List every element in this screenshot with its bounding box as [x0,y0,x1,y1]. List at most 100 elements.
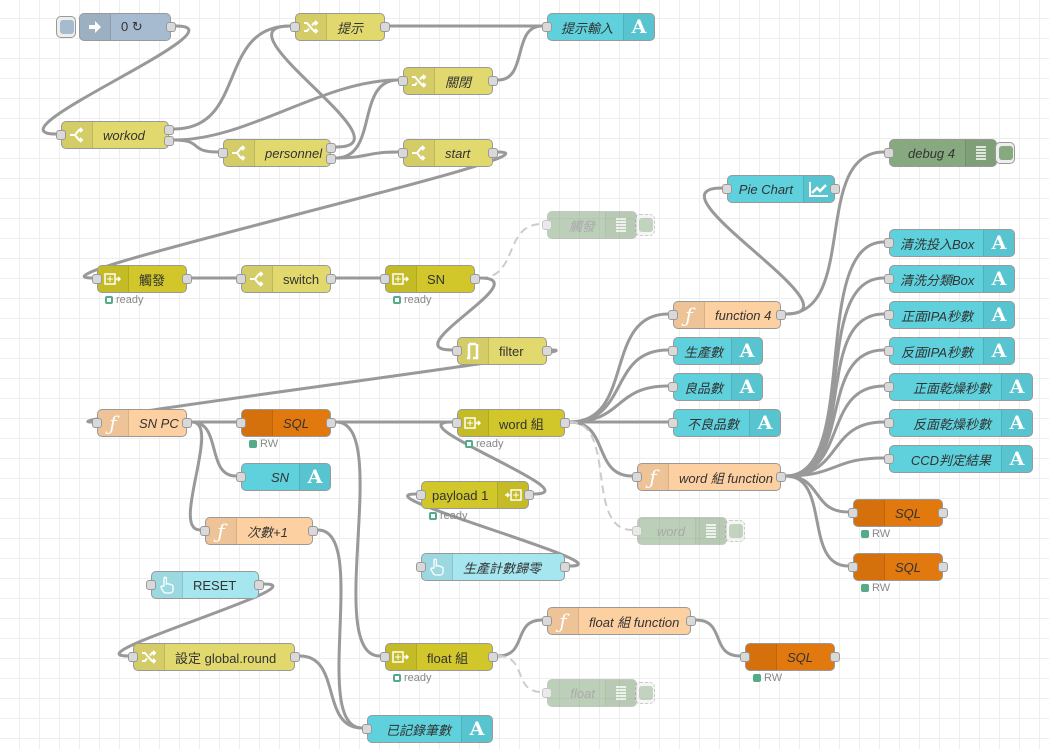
node-sn[interactable]: SN [380,265,480,293]
node-trigger[interactable]: 觸發 [92,265,192,293]
debug-toggle-button[interactable] [995,142,1015,164]
input-port[interactable] [542,616,552,626]
debug-toggle-button[interactable] [635,214,655,236]
input-port[interactable] [200,526,210,536]
output-port[interactable] [254,580,264,590]
output-port[interactable] [830,184,840,194]
wire-wordgroup-to-good[interactable] [569,384,669,424]
input-port[interactable] [380,652,390,662]
node-sql2[interactable]: SQL [848,499,948,527]
input-port[interactable] [92,274,102,284]
node-payload1[interactable]: payload 1 [416,481,534,509]
debug-toggle-button[interactable] [725,520,745,542]
input-port[interactable] [848,508,858,518]
wire-close-to-tips-input[interactable] [497,24,543,82]
input-port[interactable] [398,148,408,158]
output-port[interactable] [326,418,336,428]
output-port[interactable] [524,490,534,500]
input-port[interactable] [884,454,894,464]
input-port[interactable] [740,652,750,662]
wire-count1-to-recorded[interactable] [317,528,363,730]
output-port[interactable] [308,526,318,536]
input-port[interactable] [398,76,408,86]
wire-personnel-to-start[interactable] [335,150,399,160]
node-inject[interactable]: 0 ↻ [79,13,176,41]
node-sql1[interactable]: SQL [236,409,336,437]
node-reset[interactable]: RESET [146,571,264,599]
output-port[interactable] [166,22,176,32]
wire-wordfn-to-ipa-back[interactable] [785,348,885,478]
node-float-dbg[interactable]: float [542,679,637,707]
input-port[interactable] [128,652,138,662]
output-port[interactable] [164,125,174,135]
wire-wordgroup-to-wordfn[interactable] [569,420,633,478]
node-reset-count[interactable]: 生產計數歸零 [416,553,570,581]
output-port[interactable] [470,274,480,284]
input-port[interactable] [884,148,894,158]
node-wordgroup[interactable]: word 組 [452,409,570,437]
wire-snpc-to-count1[interactable] [188,420,204,532]
input-port[interactable] [236,274,246,284]
wire-wordgroup-to-produced[interactable] [569,348,669,424]
input-port[interactable] [542,688,552,698]
input-port[interactable] [848,562,858,572]
node-debug4[interactable]: debug 4 [884,139,997,167]
input-port[interactable] [668,346,678,356]
input-port[interactable] [668,382,678,392]
wire-floatgroup-to-floatfn[interactable] [497,618,543,658]
input-port[interactable] [632,472,642,482]
output-port[interactable] [938,562,948,572]
input-port[interactable] [236,418,246,428]
output-port[interactable] [542,346,552,356]
input-port[interactable] [668,310,678,320]
input-port[interactable] [416,490,426,500]
input-port[interactable] [236,472,246,482]
wire-start-to-trigger[interactable] [82,150,508,280]
input-port[interactable] [722,184,732,194]
output-port[interactable] [326,274,336,284]
wire-inject-to-workod[interactable] [41,24,191,136]
wire-personnel-to-close[interactable] [335,78,399,160]
wire-sql1-to-floatgroup[interactable] [335,420,381,658]
wire-wordfn-to-dry-back[interactable] [785,420,885,478]
input-port[interactable] [92,418,102,428]
node-filter[interactable]: filter [452,337,552,365]
output-port[interactable] [560,418,570,428]
node-tips[interactable]: 提示 [290,13,390,41]
wire-wordfn-to-box2[interactable] [785,276,885,478]
wire-function4-to-piechart[interactable] [702,186,806,316]
node-floatgroup[interactable]: float 組 [380,643,498,671]
input-port[interactable] [884,238,894,248]
input-port[interactable] [146,580,156,590]
node-piechart[interactable]: Pie Chart [722,175,840,203]
wire-wordfn-to-sql2[interactable] [785,474,849,514]
wire-workod-to-close[interactable] [173,78,399,142]
input-port[interactable] [884,418,894,428]
inject-trigger-button[interactable] [56,16,76,38]
wire-wordfn-to-dry-front[interactable] [785,384,885,478]
wire-workod-to-tips[interactable] [173,24,291,131]
output-port[interactable] [776,472,786,482]
input-port[interactable] [884,346,894,356]
output-port[interactable] [164,136,174,146]
debug-toggle-button[interactable] [635,682,655,704]
wire-wordfn-to-sql3[interactable] [785,474,849,568]
wire-wordgroup-to-function4[interactable] [569,312,669,424]
node-word-dbg[interactable]: word [632,517,727,545]
wire-workod-to-personnel[interactable] [173,138,219,154]
output-port[interactable] [488,76,498,86]
input-port[interactable] [452,346,462,356]
node-close[interactable]: 關閉 [398,67,498,95]
node-sql4[interactable]: SQL [740,643,840,671]
input-port[interactable] [380,274,390,284]
